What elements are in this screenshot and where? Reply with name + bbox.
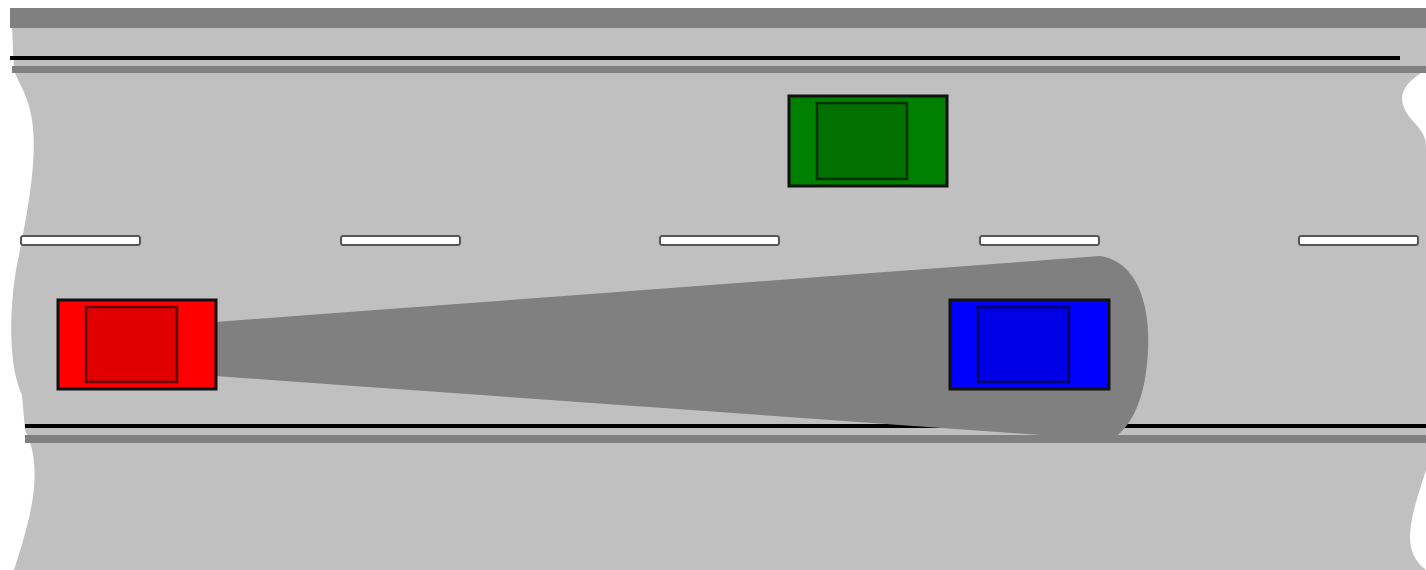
lane-dash <box>1299 236 1418 245</box>
lower-edge-line <box>25 424 1426 428</box>
lane-dash <box>21 236 140 245</box>
lane-dash <box>341 236 460 245</box>
upper-edge-line <box>10 56 1400 60</box>
lower-edge-shadow <box>25 435 1426 443</box>
red-car <box>58 300 216 389</box>
green-car <box>789 96 947 186</box>
lane-dash <box>980 236 1099 245</box>
blue-car-cabin <box>978 307 1069 382</box>
green-car-cabin <box>817 103 907 179</box>
red-car-cabin <box>86 307 177 382</box>
blue-car <box>950 300 1109 389</box>
top-shoulder <box>10 8 1426 28</box>
lane-dash <box>660 236 779 245</box>
upper-edge-shadow <box>12 66 1426 73</box>
